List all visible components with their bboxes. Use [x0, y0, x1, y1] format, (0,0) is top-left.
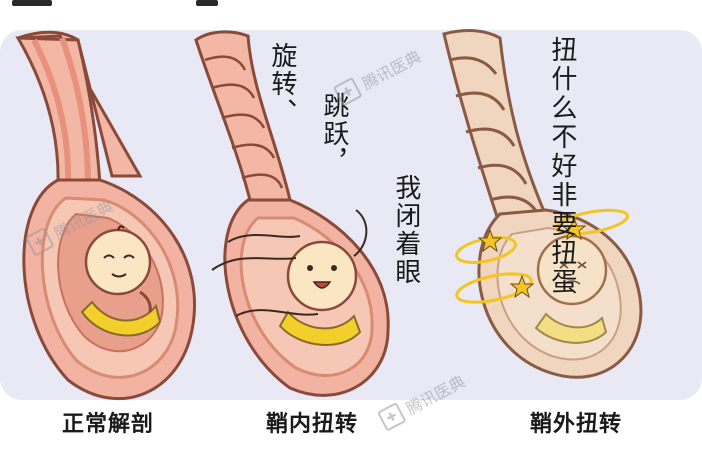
twisted-cord: [194, 30, 292, 210]
dizzy-ring: [555, 208, 629, 236]
testis-eye: [307, 265, 313, 271]
normal-anatomy-figure: [15, 30, 197, 400]
annotation-eyes-closed: 我闭着眼: [390, 174, 421, 286]
cord-inner-line: [59, 36, 91, 186]
twist-band: [465, 127, 516, 147]
dizzy-star: [477, 228, 503, 253]
testis-arm: [139, 290, 152, 313]
twist-band: [241, 173, 284, 189]
caption-normal-anatomy: 正常解剖: [61, 412, 154, 437]
testis-dizzy-mark: [559, 261, 587, 269]
spin-line: [235, 309, 319, 317]
annotation-extravaginal: 扭什么不好非要扭蛋: [546, 36, 577, 297]
caption-extravaginal-torsion: 鞘外扭转: [529, 412, 622, 437]
epididymis: [278, 310, 362, 346]
spin-line: [353, 209, 368, 257]
dizzy-star: [509, 274, 535, 299]
dizzy-star: [561, 216, 587, 241]
epididymis: [534, 312, 608, 344]
twist-band: [449, 56, 498, 75]
testis-mouth: [563, 280, 581, 285]
twist-band: [231, 143, 276, 159]
top-edge-mark: [196, 0, 218, 6]
testis-eye: [103, 254, 115, 259]
annotation-rotate: 旋转、: [266, 42, 297, 126]
testis-face: [286, 240, 358, 312]
twist-band: [477, 163, 528, 185]
dizzy-ring: [455, 272, 533, 304]
testis-eye: [123, 254, 135, 259]
testis-face: [84, 228, 152, 296]
testis-hair: [117, 225, 125, 231]
twist-band: [204, 55, 247, 71]
testis-eye: [331, 265, 337, 271]
twisted-cord: [442, 29, 549, 228]
top-edge-mark: [12, 0, 52, 6]
testis-smile: [111, 273, 127, 278]
spin-line: [227, 234, 301, 243]
epididymis: [80, 300, 162, 337]
intravaginal-torsion-figure: [194, 30, 390, 397]
cord-inner-line: [31, 38, 72, 186]
spin-line: [211, 257, 297, 271]
twist-band: [211, 83, 256, 99]
twist-band: [221, 113, 266, 129]
caption-intravaginal-torsion: 鞘内扭转: [265, 412, 358, 437]
spermatic-cord: [17, 30, 143, 178]
testis-mouth: [312, 281, 332, 289]
extravaginal-torsion-figure: [442, 29, 643, 379]
twist-band: [455, 91, 506, 111]
annotation-jump: 跳跃，: [318, 92, 349, 176]
